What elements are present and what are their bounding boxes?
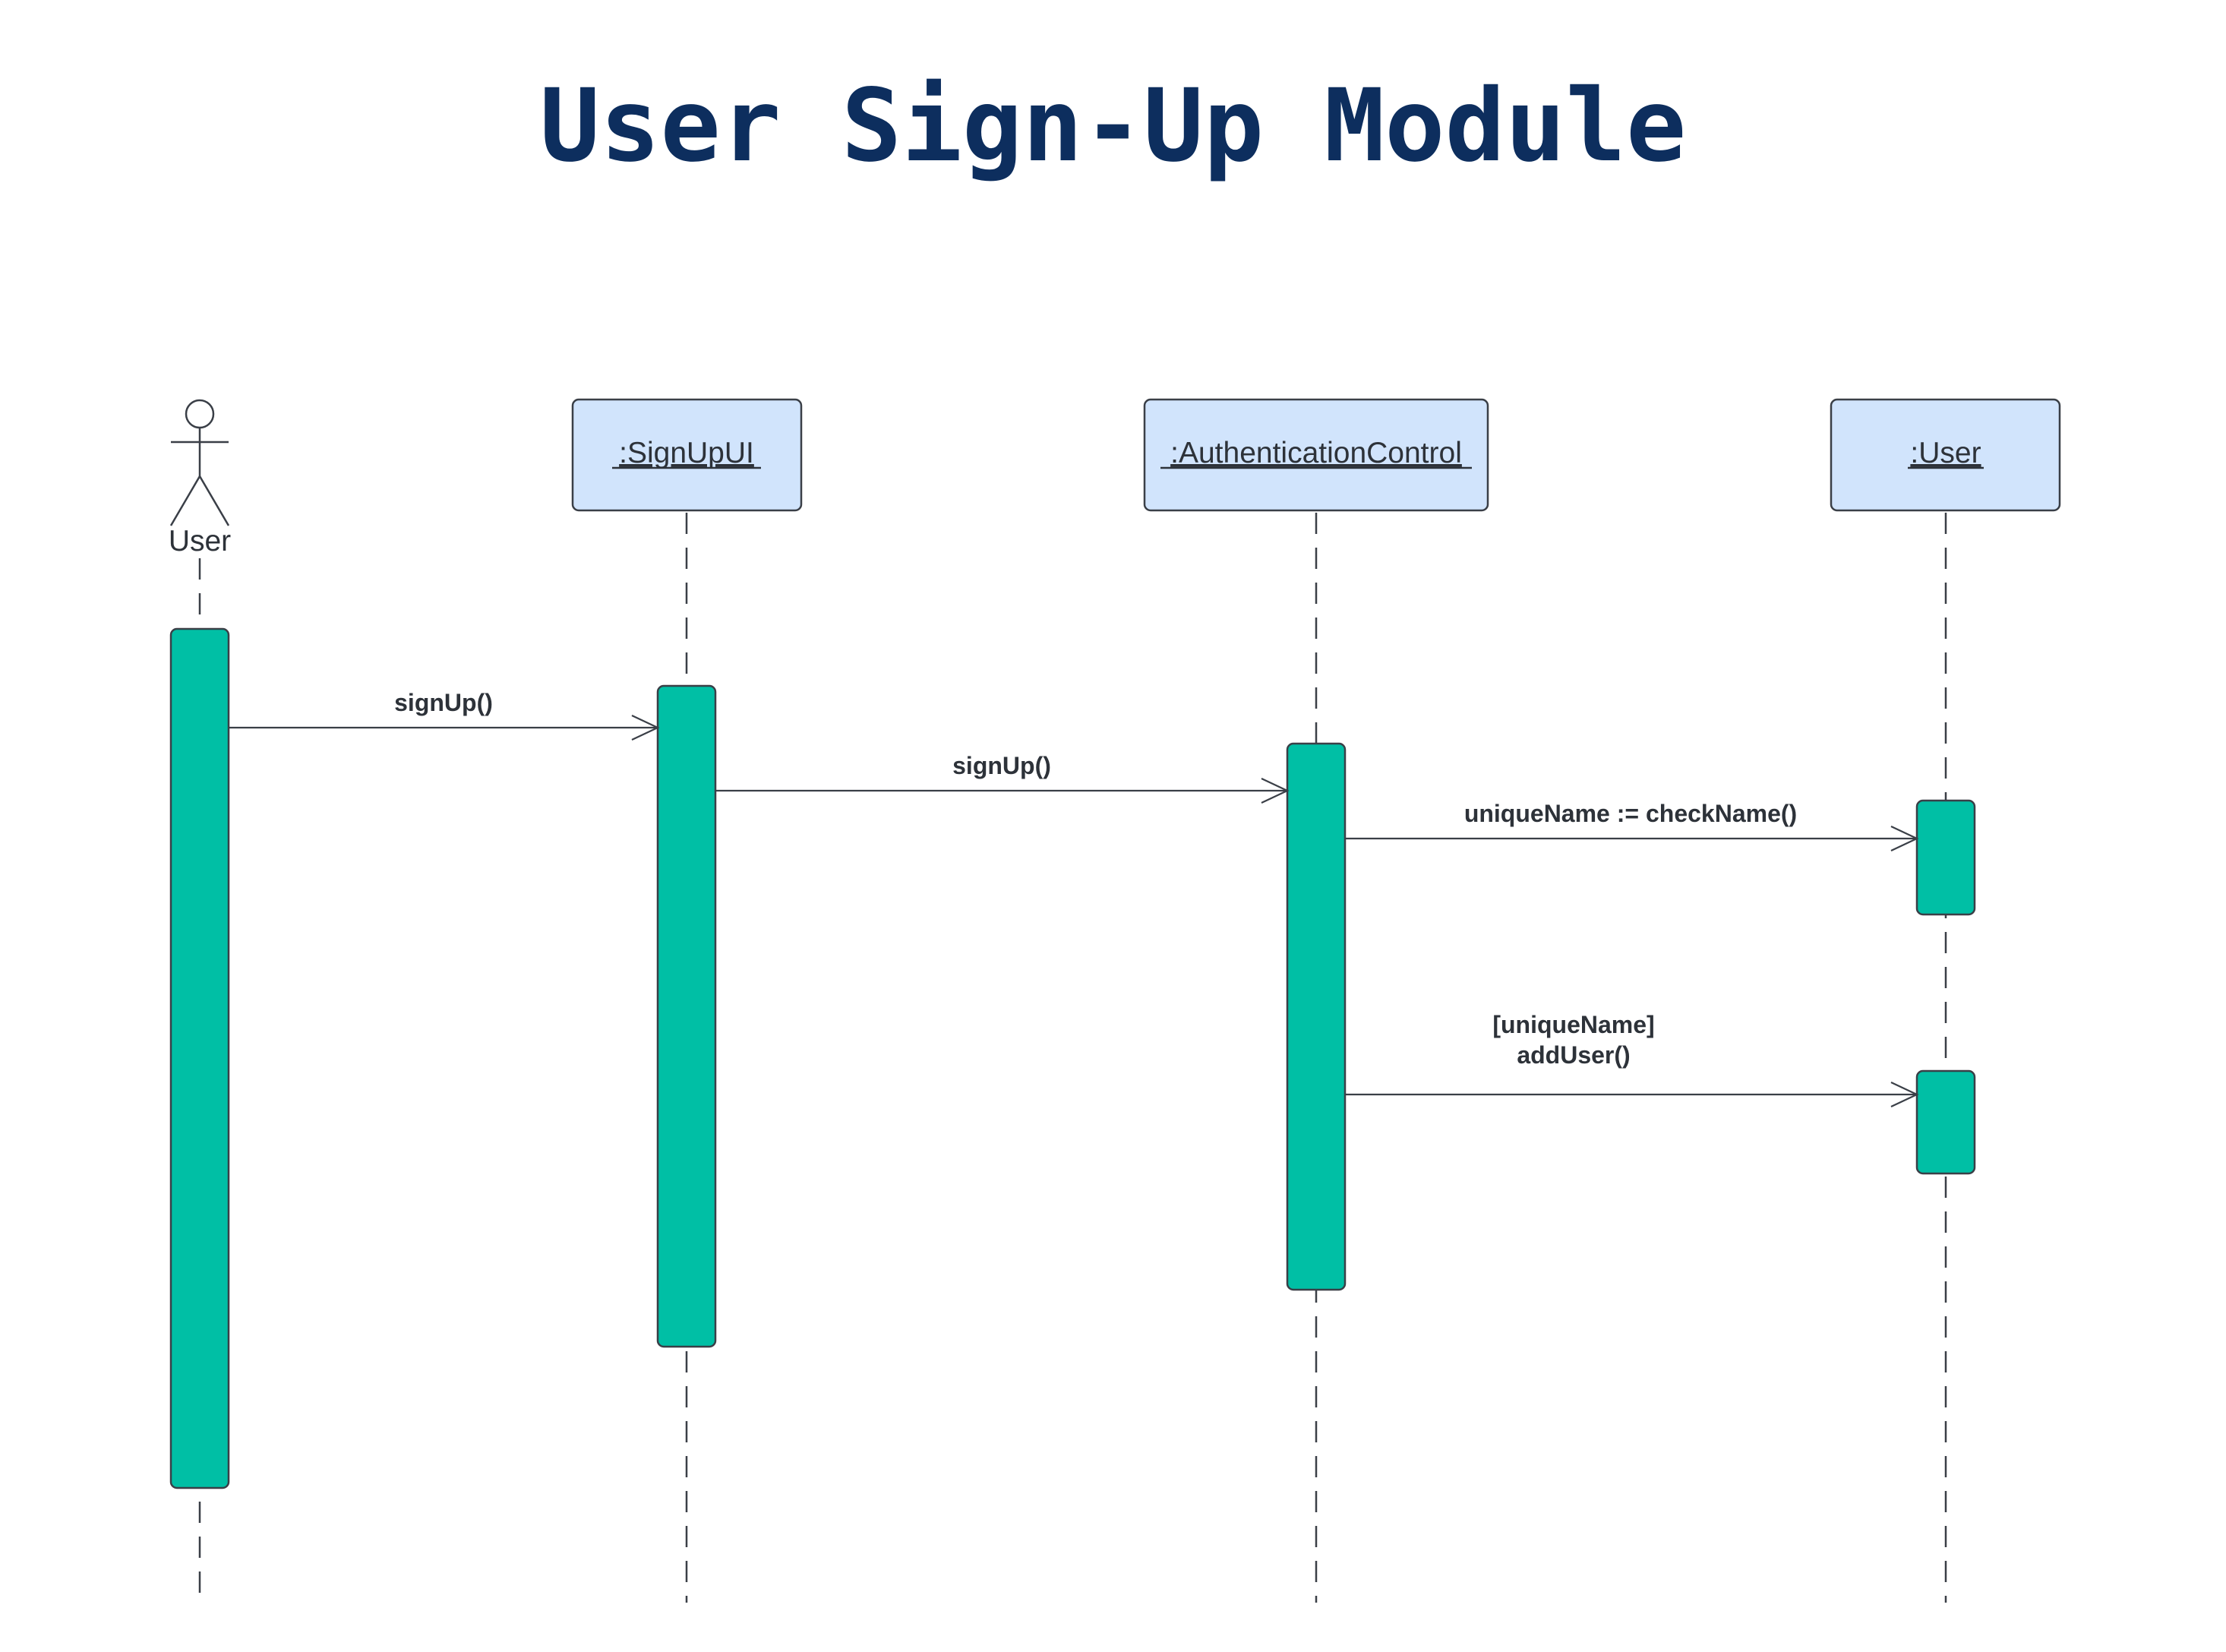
message-check-name[interactable]: uniqueName := checkName() bbox=[1345, 800, 1919, 851]
activation-bar-user bbox=[169, 627, 230, 1489]
actor-user-icon[interactable] bbox=[169, 399, 230, 526]
participant-label: :AuthenticationControl bbox=[1170, 437, 1462, 469]
diagram-title: User Sign-Up Module bbox=[539, 68, 1687, 185]
message-label: uniqueName := checkName() bbox=[1464, 800, 1797, 827]
activation-bar-signupui bbox=[656, 684, 717, 1348]
participant-signupui[interactable]: :SignUpUI bbox=[571, 398, 803, 512]
participant-label: :User bbox=[1910, 437, 1981, 469]
participant-label: :SignUpUI bbox=[619, 437, 754, 469]
actor-user-label: User bbox=[169, 525, 231, 558]
message-add-user[interactable]: [uniqueName] addUser() bbox=[1345, 1011, 1919, 1107]
message-guard-label: [uniqueName] bbox=[1492, 1011, 1654, 1038]
message-label: signUp() bbox=[952, 752, 1051, 779]
activation-bar-userobj-1 bbox=[1915, 799, 1976, 916]
activation-bar-authcontrol bbox=[1286, 742, 1347, 1291]
activation-bar-userobj-2 bbox=[1915, 1069, 1976, 1175]
participant-userobj[interactable]: :User bbox=[1830, 398, 2061, 512]
message-signup-2[interactable]: signUp() bbox=[715, 752, 1290, 804]
message-signup-1[interactable]: signUp() bbox=[229, 689, 660, 741]
message-label: signUp() bbox=[394, 689, 493, 716]
participant-authcontrol[interactable]: :AuthenticationControl bbox=[1143, 398, 1489, 512]
message-label: addUser() bbox=[1517, 1041, 1630, 1069]
